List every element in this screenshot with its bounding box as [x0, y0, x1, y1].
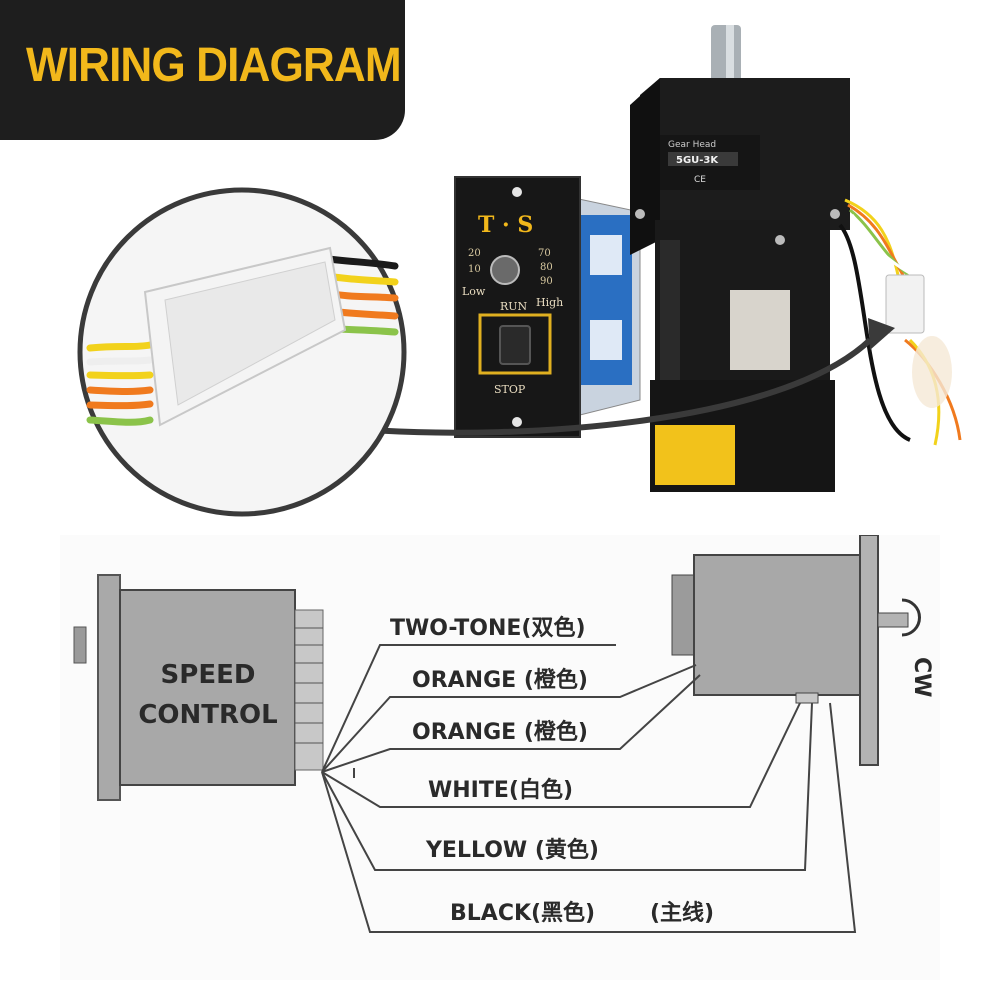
power-switch[interactable] — [499, 325, 531, 365]
banner-title: WIRING DIAGRAM — [26, 39, 402, 92]
scale-left-20: 20 — [468, 248, 481, 259]
wire-label-two-tone: TWO-TONE(双色) — [390, 615, 586, 641]
motor-connector — [885, 274, 925, 334]
title-banner: WIRING DIAGRAM — [0, 0, 405, 140]
wire-label-white: WHITE(白色) — [428, 777, 573, 803]
speed-control-block: SPEED CONTROL — [73, 574, 324, 801]
wire-label-black: BLACK(黑色) — [450, 900, 595, 926]
controller-brand: T · S — [478, 212, 533, 238]
callout-arrowhead — [868, 318, 895, 350]
connector-zoom — [77, 187, 407, 517]
main-line-note: (主线) — [650, 900, 714, 926]
dial-run-label: RUN — [500, 300, 528, 313]
scale-right-80: 80 — [540, 262, 553, 273]
motor-block: CW — [671, 535, 934, 766]
dial-low-label: Low — [462, 285, 486, 298]
stop-label: STOP — [494, 383, 526, 396]
wire-label-orange-1: ORANGE (橙色) — [412, 667, 588, 693]
dial-high-label: High — [536, 296, 563, 309]
wire-label-orange-2: ORANGE (橙色) — [412, 719, 588, 745]
gear-head-label: Gear Head — [668, 140, 716, 150]
wire-lines — [321, 644, 857, 933]
ce-mark: CE — [694, 175, 706, 185]
speed-dial-knob[interactable] — [490, 255, 520, 285]
callout-arrow — [369, 337, 873, 436]
rotation-label: CW — [909, 657, 934, 697]
scale-right-70: 70 — [538, 248, 551, 259]
speed-controller-unit: T · S 20 10 70 80 90 Low RUN High STOP — [454, 176, 641, 438]
scale-right-90: 90 — [540, 276, 553, 287]
speed-control-line2: CONTROL — [138, 700, 277, 730]
motor-model: 5GU-3K — [676, 155, 719, 166]
speed-control-line1: SPEED — [161, 660, 256, 690]
product-photo: T · S 20 10 70 80 90 Low RUN High STOP G… — [77, 25, 962, 517]
gear-motor: Gear Head 5GU-3K CE — [630, 25, 850, 492]
connector-tube — [912, 336, 952, 408]
wiring-schematic: SPEED CONTROL CW TWO-TONE(双色) ORANGE (橙色… — [60, 535, 940, 980]
wire-label-yellow: YELLOW (黄色) — [425, 837, 599, 863]
scale-left-10: 10 — [468, 264, 481, 275]
